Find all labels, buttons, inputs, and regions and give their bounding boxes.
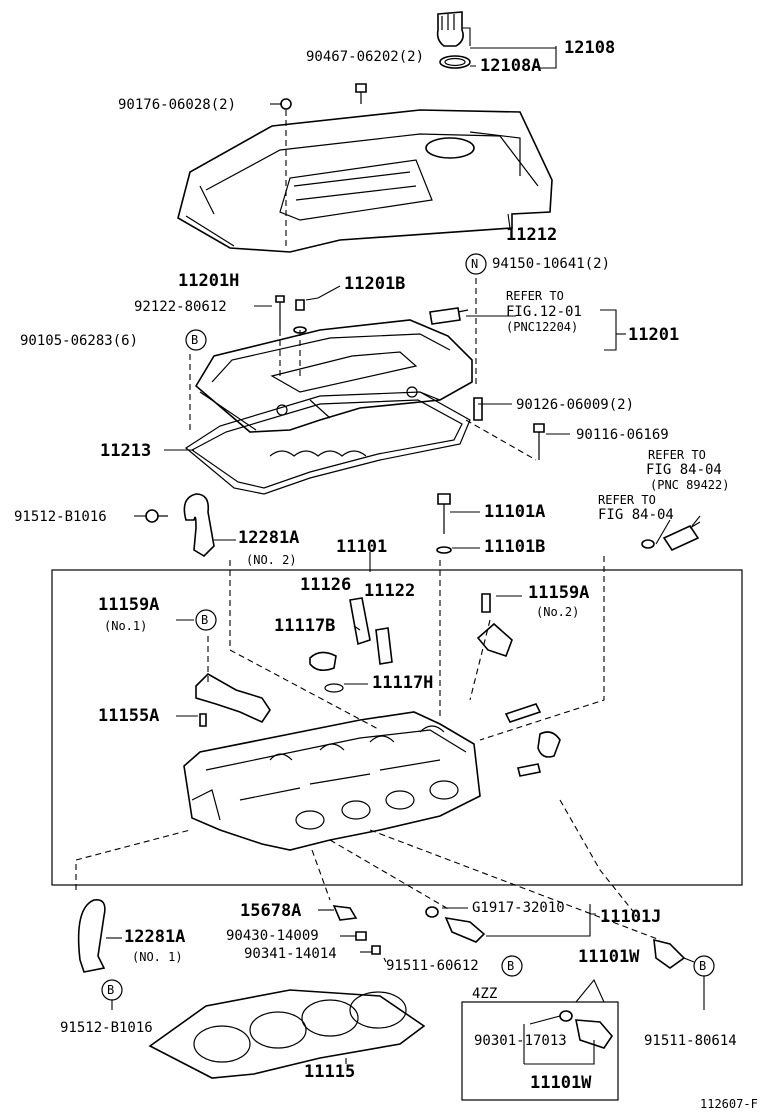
- marker-b1: [185, 329, 207, 351]
- marker-b3: [501, 955, 523, 977]
- label-92122: 92122-80612: [134, 299, 227, 315]
- label-11155a: 11155A: [98, 706, 159, 726]
- label-91511-606: 91511-60612: [386, 958, 479, 974]
- refer-8404a-line1: REFER TO: [648, 448, 706, 462]
- label-90467: 90467-06202(2): [306, 49, 424, 65]
- label-g1917: G1917-32010: [472, 900, 565, 916]
- label-11101j: 11101J: [600, 907, 661, 927]
- engine-hanger-no1: [77, 899, 106, 973]
- camshaft-bearing-cap-no2: [476, 593, 513, 658]
- oil-control-valve: [641, 521, 701, 552]
- figure-code: 112607-F: [700, 1097, 758, 1111]
- cylinder-head: [183, 711, 481, 851]
- label-11101w-box: 11101W: [530, 1073, 592, 1093]
- marker-b2: [195, 609, 217, 631]
- label-b5: B: [107, 983, 114, 997]
- engine-hanger-no2: [145, 493, 215, 558]
- cylinder-head-bolt: [436, 493, 452, 554]
- valve-guides: [309, 597, 393, 693]
- label-91512-bot: 91512-B1016: [60, 1020, 153, 1036]
- engine-cover: [177, 109, 553, 253]
- label-11213: 11213: [100, 441, 151, 461]
- label-11101: 11101: [336, 537, 387, 557]
- marker-b5: [101, 979, 123, 1001]
- label-15678a: 15678A: [240, 901, 301, 921]
- label-94150: 94150-10641(2): [492, 256, 610, 272]
- valve-cover-bolts: [275, 295, 307, 380]
- refer-1201-line1: REFER TO: [506, 289, 564, 303]
- label-b1: B: [191, 333, 198, 347]
- label-12108a: 12108A: [480, 56, 541, 76]
- cylinder-head-gasket: [148, 989, 426, 1079]
- label-no1a: (No.1): [104, 619, 147, 633]
- label-11159a-left: 11159A: [98, 595, 159, 615]
- refer-1201-line2: FIG.12-01: [506, 304, 582, 320]
- marker-n: [465, 253, 487, 275]
- label-11117h: 11117H: [372, 673, 433, 693]
- refer-8404b-line2: FIG 84-04: [598, 507, 674, 523]
- label-11201: 11201: [628, 325, 679, 345]
- label-90341: 90341-14014: [244, 946, 337, 962]
- label-no2a: (NO. 2): [246, 553, 297, 567]
- label-11201h: 11201H: [178, 271, 239, 291]
- label-11126: 11126: [300, 575, 351, 595]
- refer-8404b-line1: REFER TO: [598, 493, 656, 507]
- oil-pressure-switch: [425, 906, 486, 943]
- label-90105: 90105-06283(6): [20, 333, 138, 349]
- valve-cover-gasket: [184, 391, 471, 495]
- pins-plugs: [504, 703, 561, 777]
- label-11159a-right: 11159A: [528, 583, 589, 603]
- label-90430: 90430-14009: [226, 928, 319, 944]
- refer-1201-line3: (PNC12204): [506, 320, 578, 334]
- label-11212: 11212: [506, 225, 557, 245]
- label-4zz: 4ZZ: [472, 986, 497, 1002]
- label-12281a-top: 12281A: [238, 528, 299, 548]
- label-11101w: 11101W: [578, 947, 640, 967]
- oil-filler-cap: [436, 11, 471, 69]
- label-91512-top: 91512-B1016: [14, 509, 107, 525]
- label-n: N: [471, 257, 478, 271]
- label-90126: 90126-06009(2): [516, 397, 634, 413]
- label-11101a: 11101A: [484, 502, 545, 522]
- label-b4: B: [699, 959, 706, 973]
- label-90116: 90116-06169: [576, 427, 669, 443]
- label-11101b: 11101B: [484, 537, 545, 557]
- refer-8404a-line3: (PNC 89422): [650, 478, 729, 492]
- camshaft-bearing-cap-no1: [195, 673, 271, 724]
- crank-sensor: [653, 938, 695, 969]
- camshaft-position-sensor: [332, 905, 381, 955]
- label-b2: B: [201, 613, 208, 627]
- label-no2b: (No.2): [536, 605, 579, 619]
- label-90301: 90301-17013: [474, 1033, 567, 1049]
- label-11201b: 11201B: [344, 274, 405, 294]
- label-91511-806: 91511-80614: [644, 1033, 737, 1049]
- label-90176: 90176-06028(2): [118, 97, 236, 113]
- label-12281a-bot: 12281A: [124, 927, 185, 947]
- refer-8404a-line2: FIG 84-04: [646, 462, 722, 478]
- label-11122: 11122: [364, 581, 415, 601]
- crank-sensor-4zz: [559, 1010, 614, 1049]
- label-11115: 11115: [304, 1062, 355, 1082]
- label-11117b: 11117B: [274, 616, 335, 636]
- valve-cover: [194, 319, 473, 433]
- label-12108: 12108: [564, 38, 615, 58]
- vvt-sensor: [429, 278, 477, 388]
- label-no1b: (NO. 1): [132, 950, 183, 964]
- label-b3: B: [507, 959, 514, 973]
- marker-b4: [693, 955, 715, 977]
- variant-box-4zz: [461, 1001, 619, 1101]
